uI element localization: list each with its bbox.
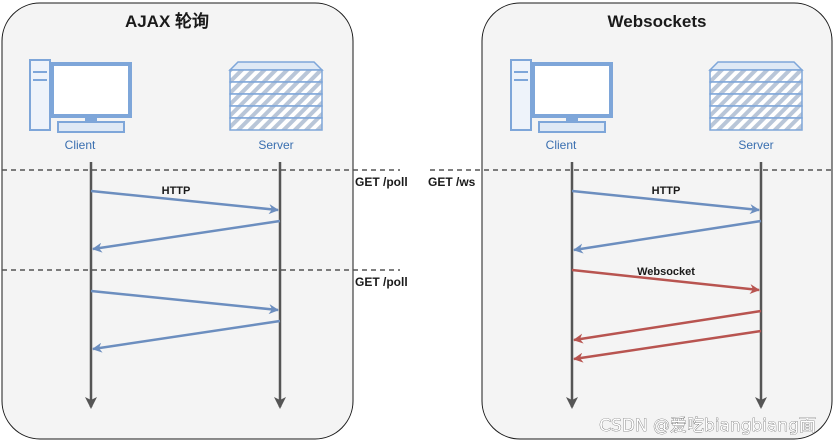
http-request-arrow xyxy=(571,189,760,215)
get-ws-label: GET /ws xyxy=(428,175,476,189)
client-computer-icon xyxy=(510,59,613,133)
http-response-arrow xyxy=(92,319,281,353)
server-icon xyxy=(228,61,324,131)
ajax-panel-title: AJAX 轮询 xyxy=(125,11,209,31)
websocket-push-arrow xyxy=(573,329,762,363)
server-icon xyxy=(708,61,804,131)
client-label-left: Client xyxy=(65,138,96,152)
websockets-panel-title: Websockets xyxy=(608,12,707,31)
csdn-watermark: CSDN @爱吃biangbiang面 xyxy=(599,416,816,436)
websocket-push-arrow xyxy=(573,309,762,344)
client-label-right: Client xyxy=(546,138,577,152)
http-label-right: HTTP xyxy=(652,185,681,197)
http-request-arrow xyxy=(90,189,279,215)
websocket-upgrade-arrow xyxy=(571,268,760,295)
client-computer-icon xyxy=(29,59,132,133)
get-poll-label: GET /poll xyxy=(355,175,408,189)
http-response-arrow xyxy=(92,219,281,253)
websocket-label: Websocket xyxy=(637,266,695,278)
server-label-left: Server xyxy=(258,138,293,152)
http-request-arrow xyxy=(90,289,279,315)
http-response-arrow xyxy=(573,219,762,254)
http-label-left: HTTP xyxy=(162,185,191,197)
server-label-right: Server xyxy=(738,138,773,152)
get-poll-label: GET /poll xyxy=(355,275,408,289)
